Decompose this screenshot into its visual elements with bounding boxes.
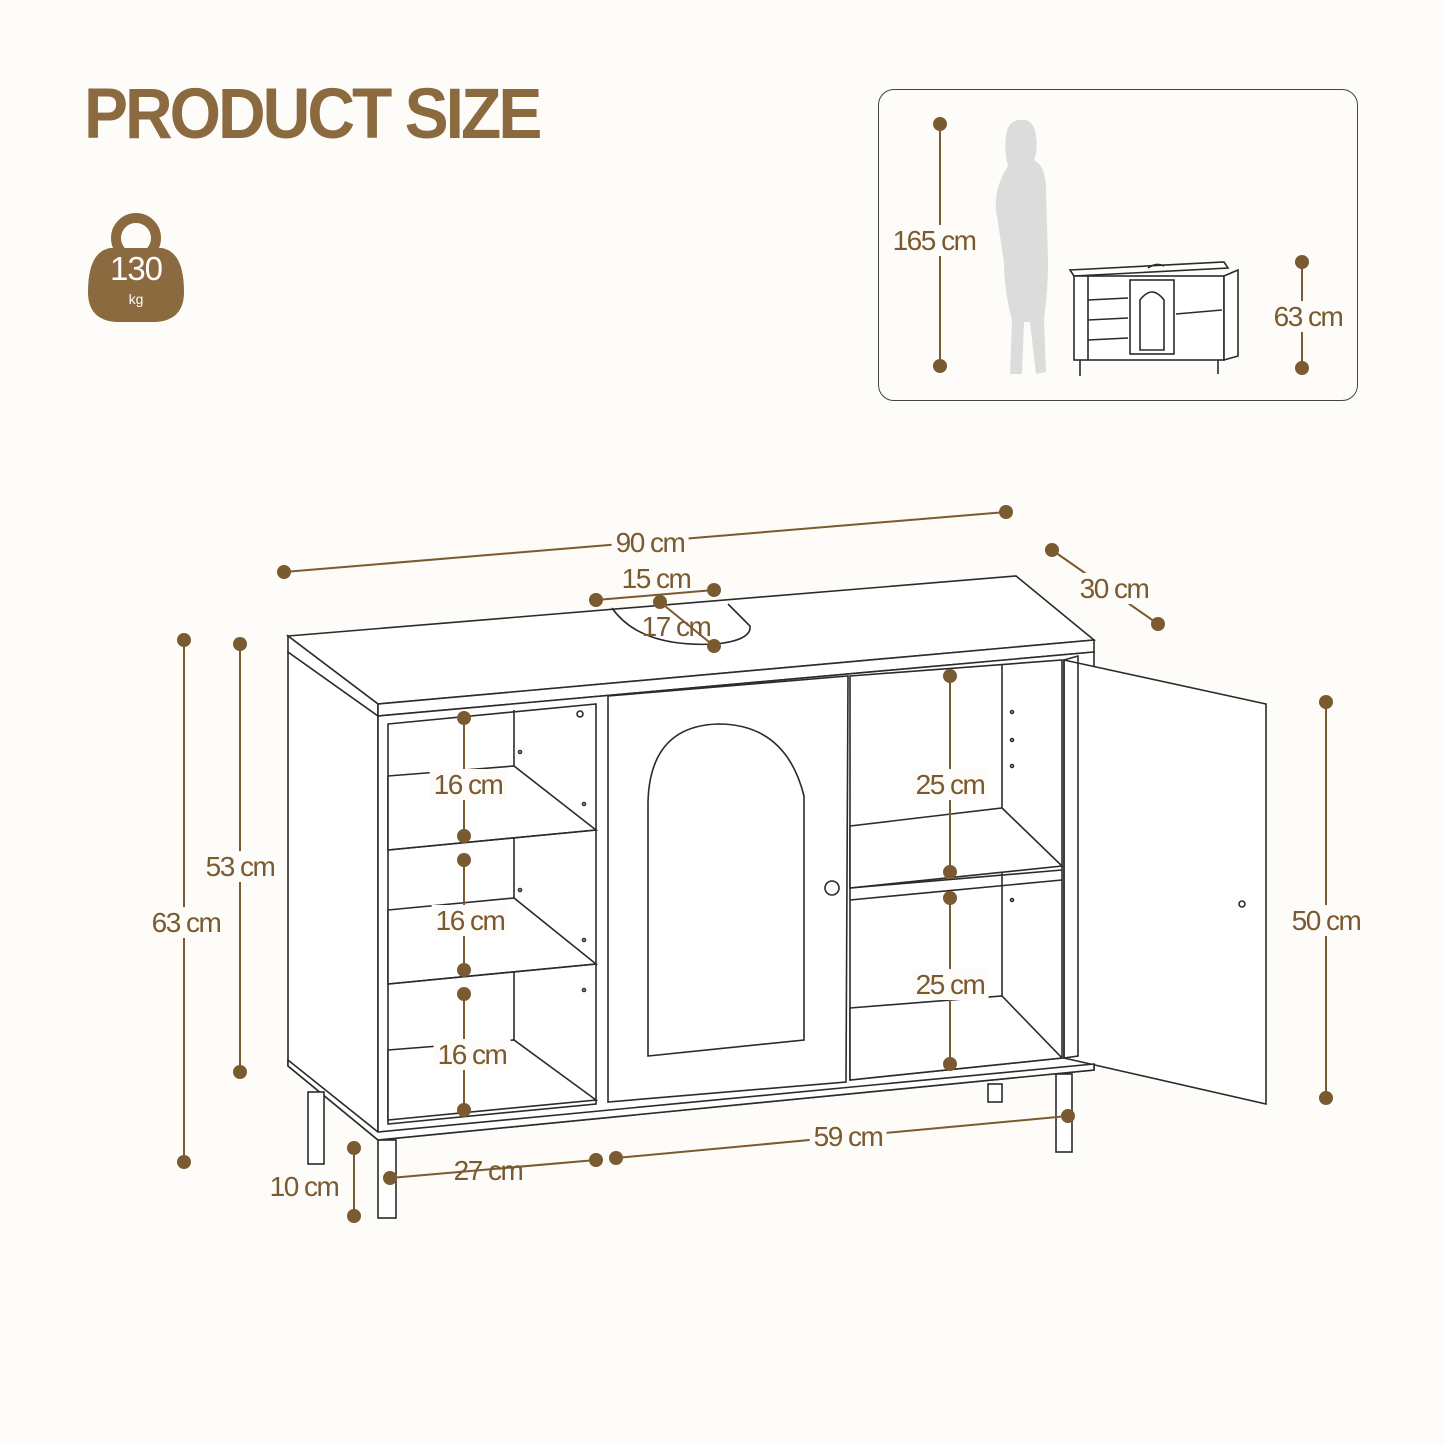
dimension-label: 15 cm [622, 563, 691, 594]
dimension-lines: 165 cm 63 cm 90 cm 30 cm 15 cm 17 cm 63 cm 53 c… [147, 117, 1365, 1223]
dimension-label-background [911, 769, 989, 800]
dimension-label: 25 cm [916, 969, 985, 1000]
dimension-label: 16 cm [438, 1039, 507, 1070]
dimension-label-background [433, 1039, 511, 1070]
dimension-endpoint [457, 1103, 471, 1117]
dimension-label: 25 cm [916, 769, 985, 800]
dimension-left-shelf-1: 16 cm [429, 711, 507, 843]
dimension-cutout-width: 15 cm [589, 563, 721, 607]
dimension-line [659, 601, 715, 647]
dimension-endpoint [457, 987, 471, 1001]
dimension-label-background [611, 527, 689, 558]
weight-icon [88, 213, 184, 322]
dimension-label-background [201, 851, 279, 882]
mini-cabinet [1068, 261, 1239, 376]
dimension-left-section-width: 27 cm [383, 1153, 603, 1186]
dimension-left-shelf-2: 16 cm [431, 853, 509, 977]
dimension-endpoint [383, 1171, 397, 1185]
dimension-width: 90 cm [277, 505, 1013, 579]
dimension-endpoint [347, 1141, 361, 1155]
dimension-endpoint [943, 669, 957, 683]
dimension-label: 50 cm [1292, 905, 1361, 936]
dimension-right-section-width: 59 cm [609, 1109, 1075, 1165]
weight-unit: kg [128, 291, 144, 307]
dimension-label: 10 cm [270, 1171, 339, 1202]
dimension-endpoint [609, 1151, 623, 1165]
dimension-label: 17 cm [642, 611, 711, 642]
page-title: PRODUCT SIZE [84, 73, 542, 153]
dimension-endpoint [707, 639, 721, 653]
dimension-right-shelf-1: 25 cm [911, 669, 989, 879]
dimension-endpoint [589, 1153, 603, 1167]
dimension-label-background [431, 905, 509, 936]
dimension-label: 53 cm [206, 851, 275, 882]
dimension-cabinet-height: 63 cm [1269, 255, 1347, 375]
person-silhouette [995, 119, 1048, 374]
dimension-right-shelf-2: 25 cm [911, 891, 989, 1071]
dimension-label: 16 cm [436, 905, 505, 936]
dimension-label-background [1075, 573, 1153, 604]
dimension-endpoint [1319, 1091, 1333, 1105]
dimension-endpoint [653, 595, 667, 609]
dimension-label: 30 cm [1080, 573, 1149, 604]
dimension-depth: 30 cm [1045, 543, 1165, 631]
weight-badge: 130 kg [86, 212, 186, 324]
dimension-endpoint [347, 1209, 361, 1223]
dimension-label-background [888, 225, 980, 256]
dimension-label: 63 cm [1274, 301, 1343, 332]
dimension-label-background [809, 1121, 887, 1152]
dimension-label-background [1269, 301, 1347, 332]
dimension-endpoint [1061, 1109, 1075, 1123]
dimension-body-height: 53 cm [201, 637, 279, 1079]
dimension-label: 165 cm [893, 225, 976, 256]
dimension-endpoint [233, 1065, 247, 1079]
dimension-endpoint [1295, 361, 1309, 375]
dimension-endpoint [943, 891, 957, 905]
dimension-endpoint [177, 1155, 191, 1169]
dimension-endpoint [933, 117, 947, 131]
dimension-label-background [147, 907, 225, 938]
dimension-endpoint [233, 637, 247, 651]
dimension-endpoint [457, 853, 471, 867]
dimension-endpoint [1295, 255, 1309, 269]
dimension-line [595, 589, 715, 601]
dimension-person-height: 165 cm [888, 117, 980, 373]
cabinet [285, 575, 1267, 1219]
dimension-endpoint [1151, 617, 1165, 631]
dimension-label: 63 cm [152, 907, 221, 938]
dimension-total-height: 63 cm [147, 633, 225, 1169]
dimension-endpoint [589, 593, 603, 607]
dimension-endpoint [943, 865, 957, 879]
dimension-endpoint [457, 711, 471, 725]
dimension-label: 27 cm [454, 1155, 523, 1186]
dimension-label-background [1287, 905, 1365, 936]
dimension-leg-height: 10 cm [270, 1141, 361, 1223]
dimension-endpoint [1045, 543, 1059, 557]
dimension-label: 59 cm [814, 1121, 883, 1152]
dimension-line [389, 1159, 597, 1179]
dimension-cutout-depth: 17 cm [642, 595, 721, 653]
dimension-door-height: 50 cm [1287, 695, 1365, 1105]
inset-scene [995, 119, 1239, 376]
dimension-endpoint [457, 829, 471, 843]
weight-value: 130 [109, 250, 163, 287]
dimension-endpoint [277, 565, 291, 579]
dimension-endpoint [1319, 695, 1333, 709]
dimension-endpoint [457, 963, 471, 977]
dimension-label: 90 cm [616, 527, 685, 558]
dimension-endpoint [933, 359, 947, 373]
dimension-endpoint [943, 1057, 957, 1071]
dimension-label: 16 cm [434, 769, 503, 800]
dimension-endpoint [177, 633, 191, 647]
dimension-endpoint [999, 505, 1013, 519]
dimension-label-background [429, 769, 507, 800]
dimension-endpoint [707, 583, 721, 597]
dimension-left-shelf-3: 16 cm [433, 987, 511, 1117]
dimension-label-background [911, 969, 989, 1000]
scale-comparison-panel [878, 89, 1358, 401]
